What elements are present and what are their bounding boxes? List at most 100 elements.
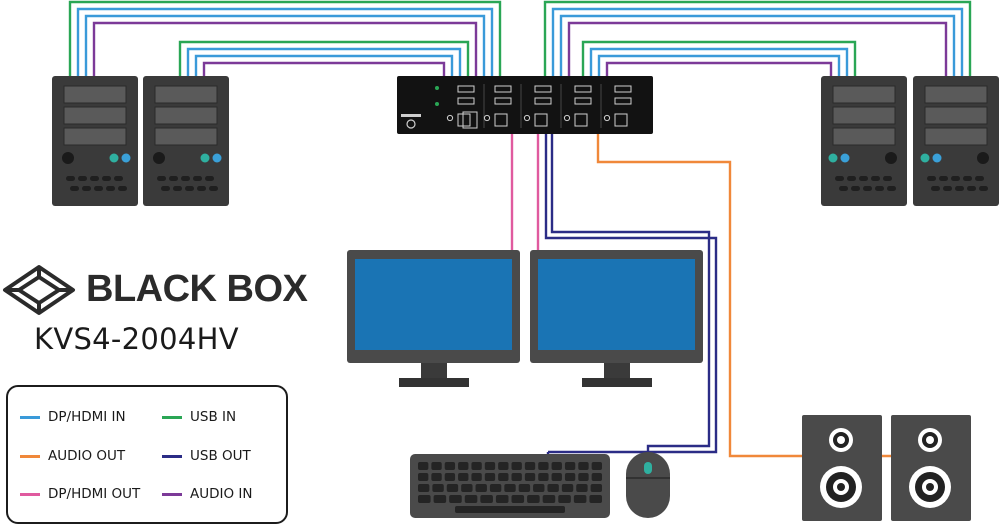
status-led-icon — [840, 153, 850, 163]
vent-slot — [847, 176, 856, 181]
vent-slot — [931, 186, 940, 191]
tweeter-cap — [926, 436, 934, 444]
cable-right-inner-0 — [581, 40, 857, 78]
drive-bay — [63, 106, 127, 125]
power-button-icon — [62, 152, 74, 164]
vent-slot — [173, 186, 182, 191]
keyboard-key — [573, 495, 587, 503]
cable-left-inner-0 — [178, 40, 470, 78]
cable-right-outer-1 — [551, 7, 964, 78]
vent-slot — [939, 176, 948, 181]
switch-body — [397, 76, 653, 134]
vent-slot — [157, 176, 166, 181]
status-led-icon — [932, 153, 942, 163]
vent-slot — [90, 176, 99, 181]
keyboard-key — [504, 484, 516, 492]
monitor-2 — [530, 250, 703, 387]
keyboard-key — [551, 473, 562, 481]
computer-tower-3 — [821, 76, 907, 206]
vent-slot — [82, 186, 91, 191]
monitors — [347, 250, 703, 387]
display-port — [614, 85, 632, 93]
legend-item-usb-in: USB IN — [162, 408, 236, 426]
cable-right-outer-2 — [559, 14, 956, 78]
keyboard-key — [576, 484, 588, 492]
drive-bay — [832, 127, 896, 146]
vent-slot — [181, 176, 190, 181]
keyboard-key — [444, 462, 456, 470]
keyboard-key — [449, 495, 462, 503]
switch-port — [406, 119, 416, 129]
vent-slot — [185, 186, 194, 191]
brand-block: BLACK BOX — [2, 262, 308, 318]
keyboard-key — [524, 462, 536, 470]
computers — [52, 76, 999, 206]
vent-slot — [193, 176, 202, 181]
keyboard-key — [591, 473, 602, 481]
keyboard-key — [498, 473, 509, 481]
keyboard — [410, 454, 610, 518]
keyboard-key — [489, 484, 502, 492]
keyboard-key — [444, 473, 456, 481]
switch-led-icon — [435, 102, 439, 106]
monitor-screen — [538, 259, 695, 350]
legend-label: USB OUT — [190, 448, 251, 464]
keyboard-key — [461, 484, 473, 492]
keyboard-key — [418, 462, 429, 470]
monitor-base — [399, 378, 469, 387]
cable-right-outer-3 — [567, 21, 948, 78]
vent-slot — [859, 176, 868, 181]
keyboard-key — [431, 473, 442, 481]
usb-port — [614, 113, 628, 127]
cable-left-outer-1 — [76, 7, 494, 78]
keyboard-key — [561, 484, 574, 492]
keyboard-spacebar — [455, 506, 565, 513]
vent-slot — [927, 176, 936, 181]
audio-port — [483, 114, 491, 122]
keyboard-key — [590, 484, 602, 492]
legend-swatch — [20, 492, 40, 496]
keyboard-key — [464, 495, 478, 503]
vent-slot — [951, 176, 960, 181]
vent-slot — [851, 186, 860, 191]
display-port — [534, 97, 552, 105]
display-port — [494, 97, 512, 105]
drive-bay — [154, 106, 218, 125]
drive-bay — [63, 85, 127, 104]
legend-label: AUDIO IN — [190, 486, 253, 502]
vent-slot — [967, 186, 976, 191]
keyboard-key — [432, 484, 444, 492]
audio-port — [523, 114, 531, 122]
legend-item-usb-out: USB OUT — [162, 447, 251, 465]
monitor-neck — [604, 363, 630, 378]
keyboard-key — [418, 484, 430, 492]
vent-slot — [963, 176, 972, 181]
keyboard-key — [495, 495, 509, 503]
mouse — [626, 452, 670, 518]
vent-slot — [835, 176, 844, 181]
keyboard-key — [431, 462, 442, 470]
keyboard-key — [527, 495, 540, 503]
keyboard-key — [518, 484, 531, 492]
vent-slot — [883, 176, 892, 181]
display-port — [534, 85, 552, 93]
keyboard-key — [480, 495, 493, 503]
legend-item-dp-hdmi-out: DP/HDMI OUT — [20, 485, 140, 503]
keyboard-key — [471, 462, 482, 470]
vent-slot — [943, 186, 952, 191]
vent-slot — [875, 186, 884, 191]
drive-bay — [63, 127, 127, 146]
cable-audio-out-speakers — [596, 132, 895, 458]
switch-led-icon — [435, 86, 439, 90]
keyboard-key — [458, 473, 469, 481]
keyboard-key — [564, 473, 576, 481]
keyboard-key — [533, 484, 545, 492]
legend-swatch — [162, 492, 182, 496]
keyboard-key — [484, 462, 496, 470]
vent-slot — [94, 186, 103, 191]
status-led-icon — [121, 153, 131, 163]
keyboard-key — [558, 495, 571, 503]
status-led-icon — [212, 153, 222, 163]
legend-item-dp-hdmi-in: DP/HDMI IN — [20, 408, 126, 426]
